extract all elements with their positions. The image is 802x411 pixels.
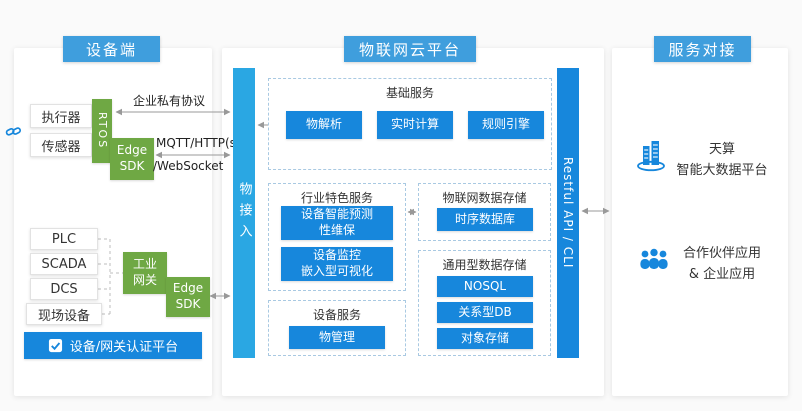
check-icon [48, 338, 63, 353]
object-storage-box: 对象存储 [437, 328, 533, 349]
thing-management-box: 物管理 [289, 326, 385, 349]
rule-engine-box: 规则引擎 [468, 111, 544, 139]
edge-sdk2-box: Edge SDK [166, 277, 210, 317]
rtos-box: RTOS [92, 99, 112, 163]
restful-api-bar: Restful API / CLI [557, 68, 579, 358]
industry-services-title: 行业特色服务 [300, 191, 373, 205]
mqtt-label: MQTT/HTTP(s) [156, 136, 241, 150]
link-icon [5, 123, 22, 144]
iot-storage-title: 物联网数据存储 [442, 191, 527, 205]
field-device-box: 现场设备 [26, 303, 102, 325]
device-service-title: 设备服务 [312, 308, 361, 322]
scada-box: SCADA [30, 253, 98, 275]
relational-db-box: 关系型DB [437, 302, 533, 323]
building-icon [636, 138, 666, 176]
partners-icon [638, 246, 670, 278]
predictive-maintenance-box: 设备智能预测 性维保 [281, 206, 393, 240]
thing-parse-box: 物解析 [286, 111, 362, 139]
sensor-box: 传感器 [30, 133, 92, 157]
services-header: 服务对接 [654, 36, 751, 62]
general-storage-title: 通用型数据存储 [442, 258, 527, 272]
cloud-header: 物联网云平台 [344, 36, 476, 62]
device-monitor-box: 设备监控 嵌入型可视化 [281, 247, 393, 281]
timeseries-db-box: 时序数据库 [437, 208, 533, 231]
rtos-label: RTOS [96, 112, 110, 150]
industrial-gateway-box: 工业 网关 [123, 252, 167, 294]
realtime-compute-box: 实时计算 [377, 111, 453, 139]
bigdata-platform-label: 天算 智能大数据平台 [676, 142, 768, 178]
edge-sdk-box: Edge SDK [110, 138, 154, 180]
plc-box: PLC [30, 228, 98, 250]
auth-platform-bar: 设备/网关认证平台 [24, 332, 202, 359]
nosql-box: NOSQL [437, 276, 533, 297]
websocket-label: /WebSocket [153, 159, 224, 173]
private-protocol-label: 企业私有协议 [133, 94, 206, 108]
actuator-box: 执行器 [30, 104, 92, 128]
auth-platform-label: 设备/网关认证平台 [69, 340, 179, 355]
services-panel [612, 48, 788, 396]
device-header: 设备端 [63, 36, 160, 62]
restful-api-label: Restful API / CLI [561, 157, 575, 269]
thing-access-bar: 物接入 [233, 68, 255, 358]
basic-services-title: 基础服务 [385, 86, 434, 100]
thing-access-label: 物接入 [236, 181, 252, 245]
dcs-box: DCS [30, 278, 98, 300]
partner-app-label: 合作伙伴应用 & 企业应用 [682, 246, 761, 282]
